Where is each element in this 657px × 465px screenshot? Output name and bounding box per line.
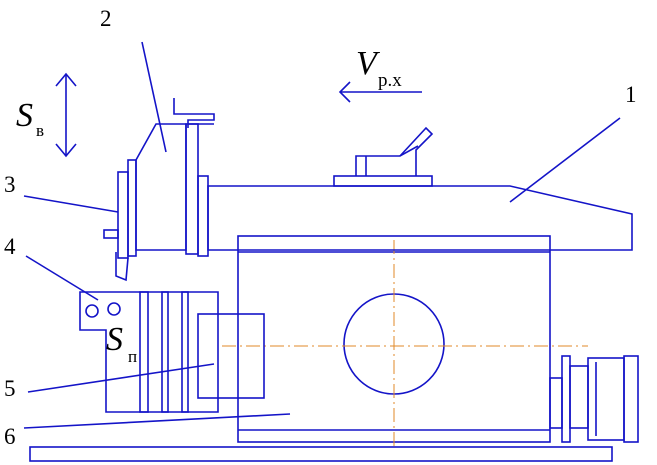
- leader-6: [23, 413, 291, 429]
- table-rib-3: [181, 291, 189, 413]
- cutting-tool: [115, 252, 129, 282]
- vertical-feed-symbol: S: [16, 97, 33, 134]
- motor-flange: [549, 377, 563, 429]
- lever-base: [333, 175, 433, 187]
- lever-handle: [399, 126, 434, 176]
- ram: [207, 185, 633, 251]
- table-bracket: [79, 291, 219, 413]
- transverse-feed-symbol: S: [106, 321, 123, 358]
- table-rib-2: [161, 291, 169, 413]
- leader-1: [509, 117, 621, 203]
- clapper-pin: [103, 229, 119, 239]
- vertical-feed-arrow: [55, 72, 77, 158]
- work-table: [197, 313, 265, 399]
- leader-4: [25, 255, 99, 301]
- motor-end-cap: [623, 355, 639, 443]
- transverse-feed-subscript: п: [128, 347, 137, 366]
- callout-5: 5: [4, 376, 16, 401]
- clapper-plate: [117, 171, 129, 259]
- clapper-box: [127, 159, 137, 257]
- callout-4: 4: [4, 234, 16, 259]
- slide-guide: [185, 123, 199, 255]
- slide-handle: [173, 98, 215, 128]
- motor-ring: [569, 365, 589, 429]
- lever-body: [355, 145, 419, 176]
- motor-coupling: [561, 355, 571, 443]
- motor-body: [587, 357, 625, 441]
- vertical-feed-subscript: в: [36, 121, 44, 140]
- callout-2: 2: [100, 6, 112, 31]
- leader-3: [23, 195, 119, 213]
- callout-6: 6: [4, 424, 16, 449]
- leader-2: [141, 41, 167, 153]
- bracket-knob-1: [85, 304, 99, 318]
- ram-head-flange: [197, 175, 209, 257]
- stroke-speed-subscript: р.х: [378, 70, 402, 91]
- bracket-knob-2: [107, 302, 121, 316]
- callout-1: 1: [625, 82, 637, 107]
- tool-slide: [135, 123, 187, 251]
- leader-5: [27, 363, 215, 393]
- table-rib-1: [139, 291, 149, 413]
- base-plate: [29, 446, 613, 462]
- callout-3: 3: [4, 172, 16, 197]
- stroke-direction-arrow: [338, 81, 422, 103]
